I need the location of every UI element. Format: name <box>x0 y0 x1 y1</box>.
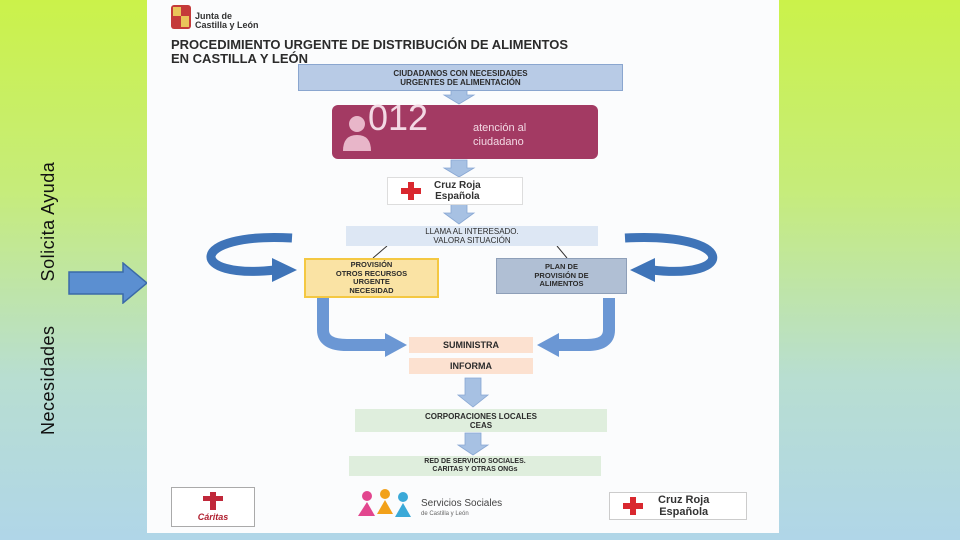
side-word-necesidades: Necesidades <box>38 325 58 435</box>
llama-box: LLAMA AL INTERESADO. VALORA SITUACIÓN <box>346 226 598 246</box>
corporaciones-line1: CORPORACIONES LOCALES <box>424 411 537 421</box>
red-cross-icon <box>401 182 421 200</box>
right-arrow-icon <box>68 262 148 304</box>
plan-line3: ALIMENTOS <box>539 279 584 289</box>
right-curved-arrow-icon <box>624 232 717 276</box>
cruz-footer-line2: Española <box>659 506 709 518</box>
cruz-roja-footer-logo: Cruz Roja Española <box>609 492 747 520</box>
cruz-roja-logo: Cruz Roja Española <box>387 177 523 205</box>
servicios-line2: de Castilla y León <box>421 511 469 517</box>
cruz-roja-footer-label: Cruz Roja Española <box>658 494 709 518</box>
down-arrow-icon <box>442 159 476 178</box>
llama-line1: LLAMA AL INTERESADO. <box>425 227 519 236</box>
corporaciones-line2: CEAS <box>469 420 493 430</box>
right-elbow-arrow-icon <box>557 298 615 351</box>
informa-box: INFORMA <box>409 358 533 374</box>
plan-line1: PLAN DE <box>545 262 578 272</box>
side-word-solicita-ayuda: Solicita Ayuda <box>38 161 58 282</box>
servicios-line1: Servicios Sociales <box>421 498 503 509</box>
ciudadanos-box: CIUDADANOS CON NECESIDADES URGENTES DE A… <box>298 64 623 91</box>
person-icon <box>343 116 371 151</box>
llama-line2: VALORA SITUACIÓN <box>433 236 511 245</box>
red-servicios-box: RED DE SERVICIO SOCIALES. CARITAS Y OTRA… <box>349 456 601 476</box>
plan-box: PLAN DE PROVISIÓN DE ALIMENTOS <box>496 258 627 294</box>
ciudadanos-line1: CIUDADANOS CON NECESIDADES <box>393 68 528 78</box>
provision-box: PROVISIÓN OTROS RECURSOS URGENTE NECESID… <box>304 258 439 298</box>
service-text: atención al ciudadano <box>473 121 526 149</box>
provision-line4: NECESIDAD <box>349 285 394 295</box>
provision-line1: PROVISIÓN <box>350 260 393 269</box>
title-line1: PROCEDIMIENTO URGENTE DE DISTRIBUCIÓN DE… <box>171 37 569 52</box>
provision-line2: OTROS RECURSOS <box>335 268 408 278</box>
down-arrow-icon <box>456 377 490 408</box>
service-012-box: 012 atención al ciudadano <box>332 97 598 159</box>
flow-connectors <box>206 87 717 456</box>
junta-line1: Junta de <box>195 11 233 21</box>
caritas-label: Cáritas <box>197 512 229 522</box>
cruz-roja-line2: Española <box>435 191 480 202</box>
servicios-sociales-label: Servicios Sociales de Castilla y León <box>421 498 502 520</box>
cruz-roja-line1: Cruz Roja <box>434 180 481 191</box>
junta-logo-text: Junta de Castilla y León <box>195 12 259 30</box>
side-caption: Necesidades Solicita Ayuda <box>38 162 59 435</box>
service-text-line1: atención al <box>473 122 527 134</box>
service-number: 012 <box>368 97 429 138</box>
down-arrow-icon <box>456 432 490 456</box>
left-elbow-arrow-icon <box>317 298 387 351</box>
corporaciones-box: CORPORACIONES LOCALES CEAS <box>355 409 607 432</box>
plan-line2: PROVISIÓN DE <box>534 270 589 280</box>
cruz-footer-line1: Cruz Roja <box>658 494 710 506</box>
page-title: PROCEDIMIENTO URGENTE DE DISTRIBUCIÓN DE… <box>171 38 771 66</box>
caritas-cross-icon <box>203 492 223 510</box>
down-arrow-icon <box>442 203 476 225</box>
left-curved-arrow-icon <box>206 232 293 276</box>
cruz-roja-label: Cruz Roja Española <box>434 180 481 202</box>
red-line1: RED DE SERVICIO SOCIALES. <box>424 458 526 465</box>
provision-line3: URGENTE <box>353 277 390 286</box>
procedure-document: Junta de Castilla y León PROCEDIMIENTO U… <box>147 0 779 533</box>
suministra-box: SUMINISTRA <box>409 337 533 353</box>
servicios-sociales-figures-icon <box>358 489 411 517</box>
ciudadanos-line2: URGENTES DE ALIMENTACIÓN <box>400 77 521 87</box>
junta-line2: Castilla y León <box>195 20 259 30</box>
title-line2: EN CASTILLA Y LEÓN <box>171 51 308 66</box>
caritas-logo: Cáritas <box>171 487 255 527</box>
service-text-line2: ciudadano <box>473 136 524 148</box>
red-cross-icon <box>623 497 643 515</box>
red-line2: CARITAS Y OTRAS ONGs <box>432 466 518 473</box>
junta-shield-icon <box>171 5 191 29</box>
